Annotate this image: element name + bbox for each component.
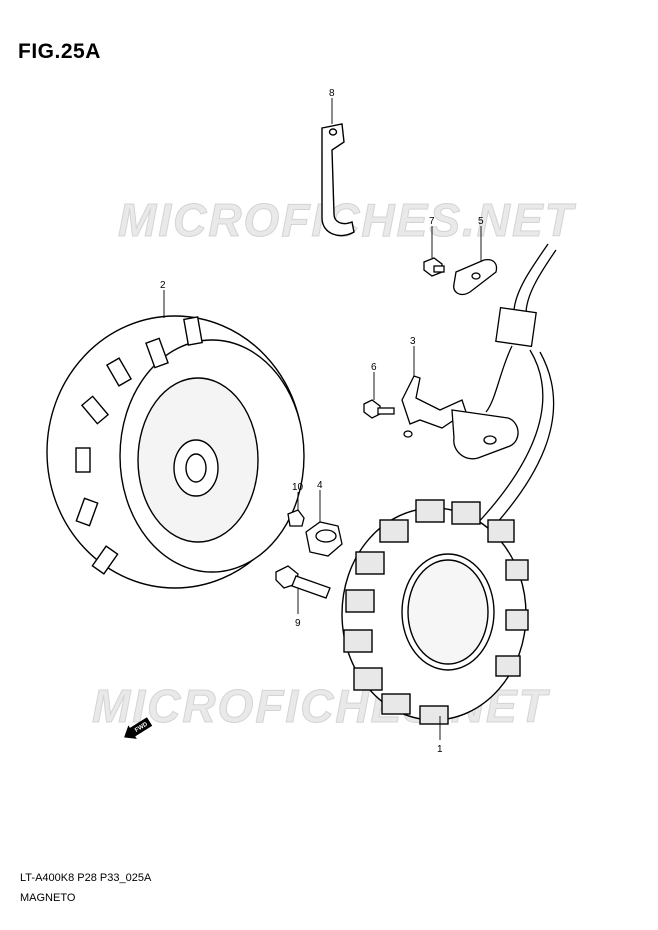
watermark-top: MICROFICHES.NET bbox=[118, 194, 577, 246]
part-8-clamp bbox=[321, 123, 355, 237]
part-1-stator bbox=[341, 499, 529, 725]
part-7-bolt bbox=[423, 257, 445, 277]
callout-2: 2 bbox=[160, 280, 166, 291]
callout-4: 4 bbox=[317, 480, 323, 491]
callout-1: 1 bbox=[437, 744, 443, 755]
callout-7: 7 bbox=[429, 216, 435, 227]
callout-5: 5 bbox=[478, 216, 484, 227]
part-9-bolt bbox=[275, 565, 331, 599]
figure-name: MAGNETO bbox=[20, 892, 76, 904]
callout-9: 9 bbox=[295, 618, 301, 629]
part-5-plate bbox=[453, 258, 498, 296]
part-4-nut bbox=[305, 521, 343, 557]
figure-title: FIG.25A bbox=[18, 40, 101, 63]
callout-6: 6 bbox=[371, 362, 377, 373]
callout-10: 10 bbox=[292, 482, 304, 493]
leader-lines bbox=[163, 98, 482, 740]
part-3-bracket bbox=[401, 375, 519, 460]
part-2-flywheel bbox=[46, 315, 305, 589]
model-code: LT-A400K8 P28 P33_025A bbox=[20, 872, 152, 884]
callout-3: 3 bbox=[410, 336, 416, 347]
callout-8: 8 bbox=[329, 88, 335, 99]
part-10-key bbox=[287, 509, 305, 527]
part-6-bolt bbox=[363, 399, 395, 419]
